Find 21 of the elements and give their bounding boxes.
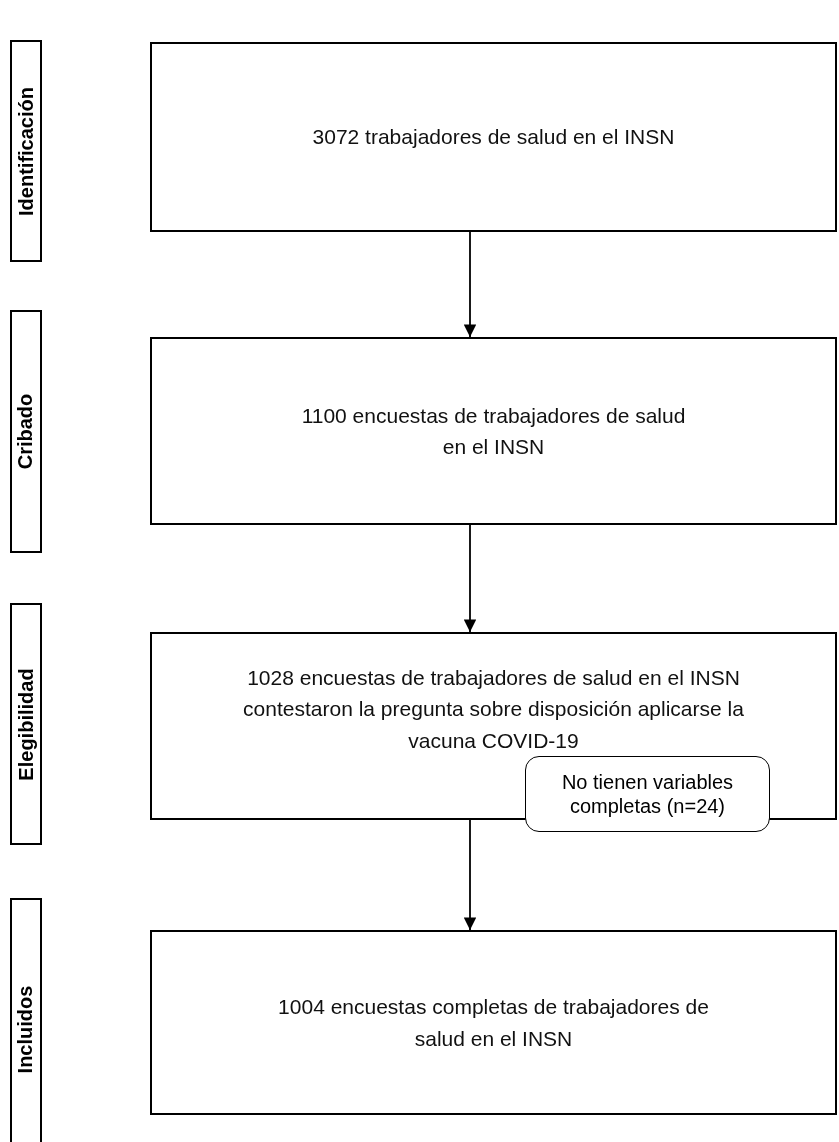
arrow [463, 819, 477, 931]
phase-label: Identificación [14, 86, 38, 216]
process-box [150, 337, 837, 525]
arrow [463, 524, 477, 633]
phase-label-box [10, 40, 42, 262]
phase-label: Cribado [14, 393, 38, 470]
box-text: 1004 encuestas completas de trabajadores de salud en el INSN [277, 994, 710, 1052]
process-box [150, 42, 837, 232]
phase-label: Elegibilidad [14, 667, 38, 781]
phase-label-box [10, 310, 42, 553]
box-text: 1100 encuestas de trabajadores de salud en el INSN [300, 402, 687, 460]
process-box [150, 930, 837, 1115]
phase-label: Incluidos [14, 985, 38, 1073]
exclusion-box [525, 756, 770, 832]
box-text: No tienen variables completas (n=24) [560, 770, 735, 818]
box-text: 1028 encuestas de trabajadores de salud en el INSN contestaron la pregunta sobre disposición aplicarse la vacuna COVID-19 [242, 664, 745, 754]
arrow [463, 231, 477, 338]
process-box [150, 632, 837, 820]
box-text: 3072 trabajadores de salud en el INSN [312, 124, 675, 151]
phase-label-box [10, 898, 42, 1142]
phase-label-box [10, 603, 42, 845]
